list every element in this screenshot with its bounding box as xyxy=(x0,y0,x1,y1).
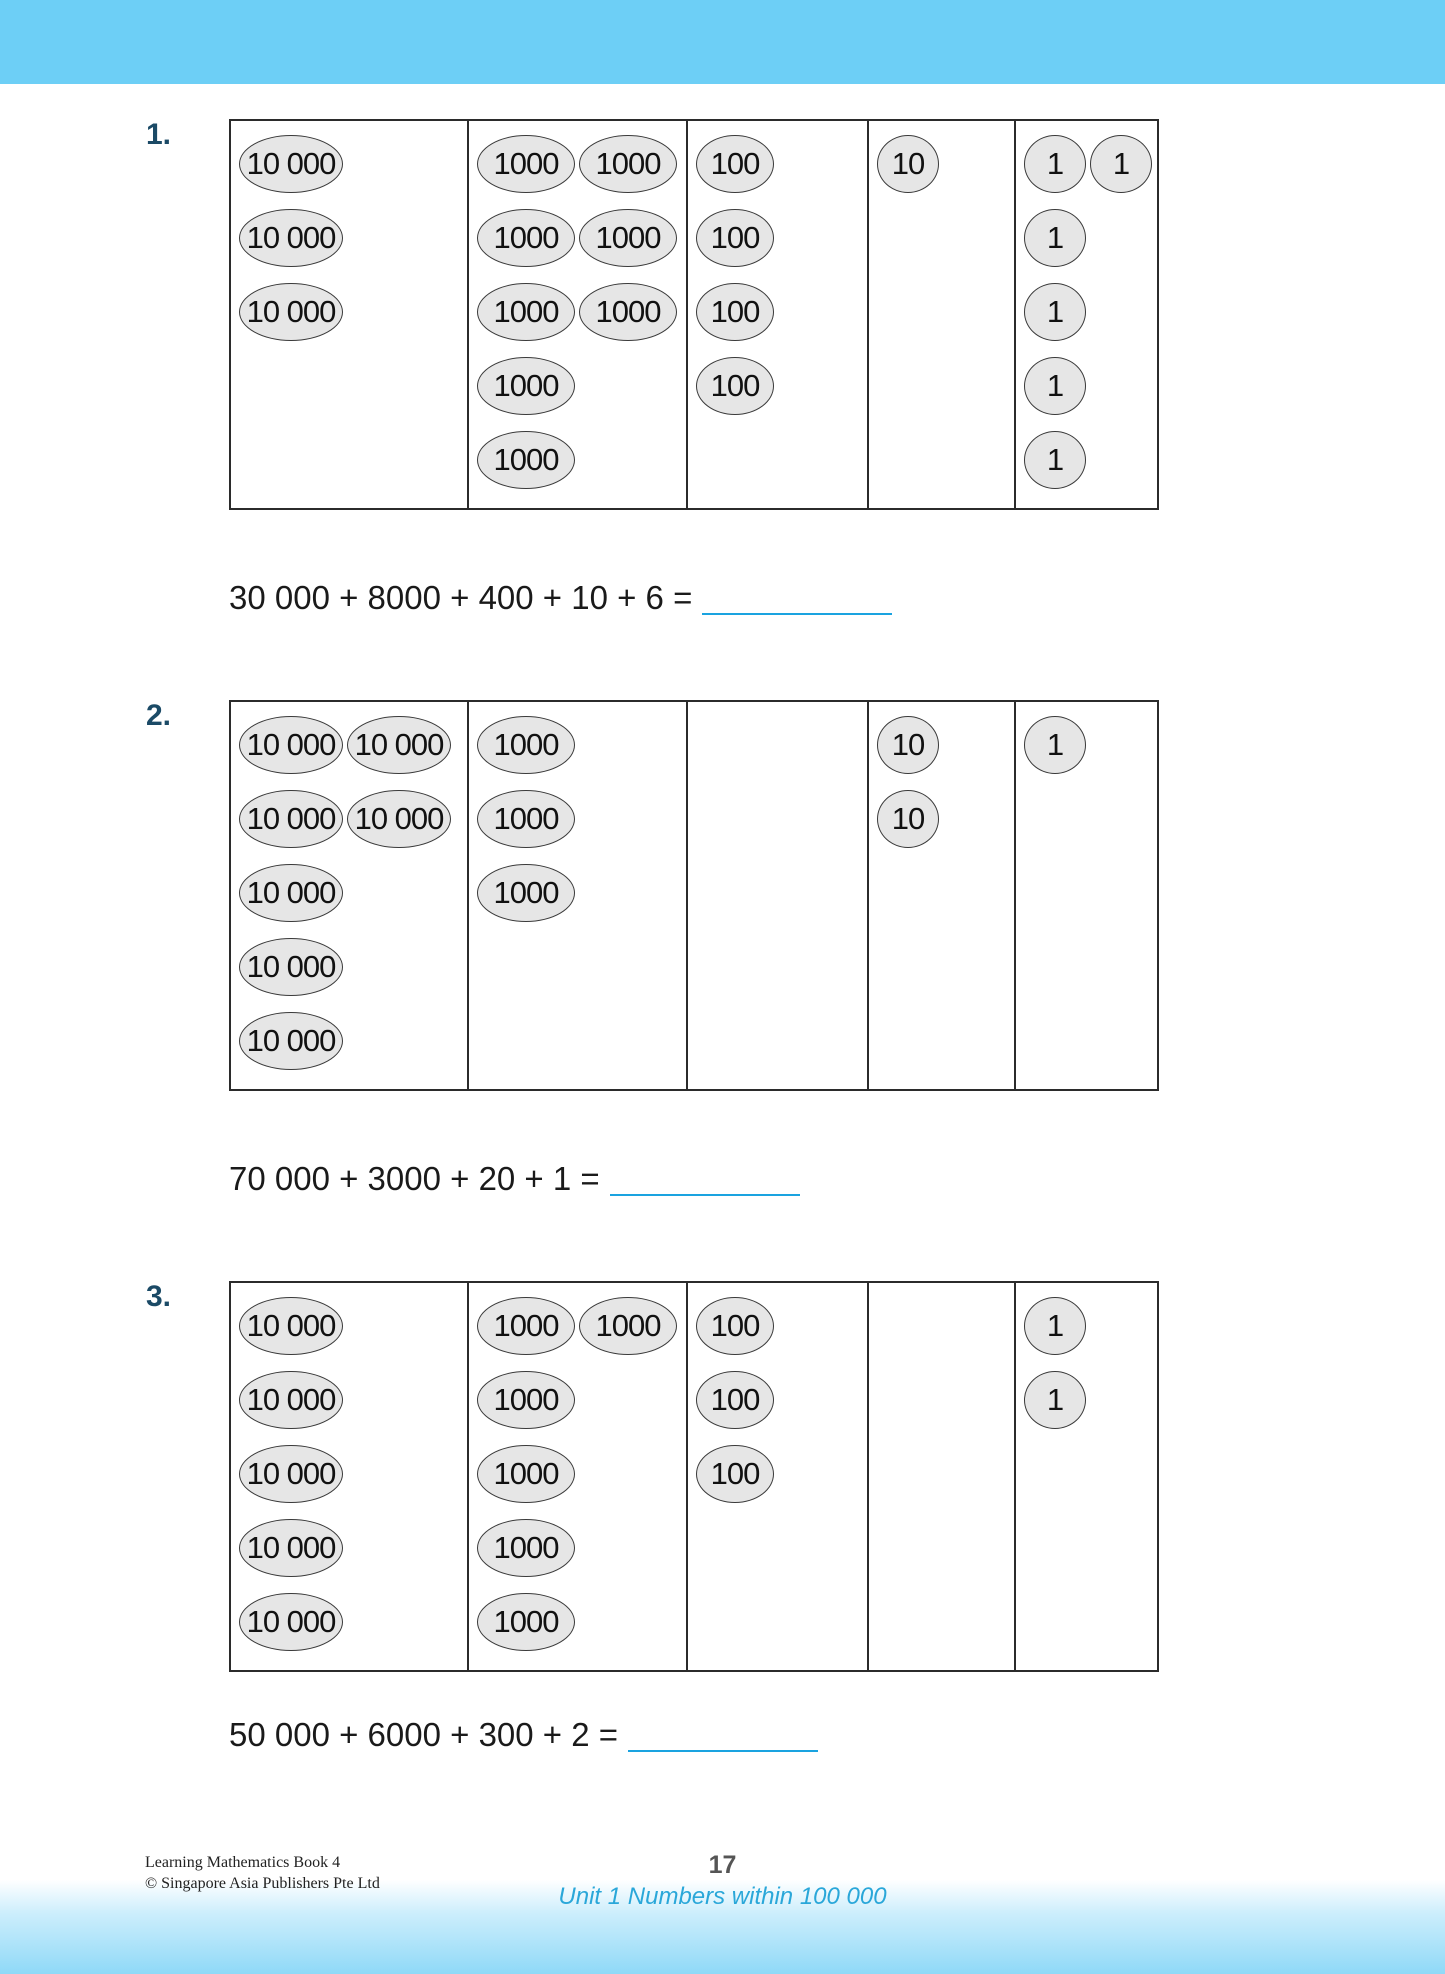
value-disc: 1 xyxy=(1024,716,1086,774)
equation-1: 30 000 + 8000 + 400 + 10 + 6 = xyxy=(229,579,893,617)
copyright-line: © Singapore Asia Publishers Pte Ltd xyxy=(145,1875,380,1892)
value-disc: 10 000 xyxy=(239,1297,343,1355)
value-disc: 10 000 xyxy=(239,864,343,922)
equation-text: 70 000 + 3000 + 20 + 1 = xyxy=(229,1160,600,1197)
value-disc: 1000 xyxy=(477,864,575,922)
value-disc: 100 xyxy=(696,209,774,267)
value-disc: 1 xyxy=(1024,283,1086,341)
value-disc: 1000 xyxy=(579,135,677,193)
answer-blank[interactable] xyxy=(628,1750,819,1752)
equation-text: 50 000 + 6000 + 300 + 2 = xyxy=(229,1716,619,1753)
value-disc: 10 000 xyxy=(239,1593,343,1651)
value-disc: 100 xyxy=(696,135,774,193)
place-value-column xyxy=(686,702,869,1089)
value-disc: 10 000 xyxy=(347,790,451,848)
value-disc: 10 000 xyxy=(239,790,343,848)
value-disc: 100 xyxy=(696,1297,774,1355)
value-disc: 10 000 xyxy=(239,135,343,193)
value-disc: 1 xyxy=(1090,135,1152,193)
value-disc: 100 xyxy=(696,1445,774,1503)
value-disc: 10 xyxy=(877,135,939,193)
answer-blank[interactable] xyxy=(702,613,893,615)
equation-text: 30 000 + 8000 + 400 + 10 + 6 = xyxy=(229,579,693,616)
value-disc: 1000 xyxy=(579,1297,677,1355)
value-disc: 1000 xyxy=(477,283,575,341)
value-disc: 1 xyxy=(1024,1297,1086,1355)
place-value-column: 100 100 100 xyxy=(686,1283,869,1670)
value-disc: 1000 xyxy=(477,790,575,848)
bottom-color-band xyxy=(0,1880,1445,1974)
value-disc: 10 000 xyxy=(239,283,343,341)
value-disc: 100 xyxy=(696,1371,774,1429)
value-disc: 1000 xyxy=(477,135,575,193)
answer-blank[interactable] xyxy=(609,1194,800,1196)
value-disc: 1000 xyxy=(579,283,677,341)
top-color-band xyxy=(0,0,1445,84)
value-disc: 1000 xyxy=(477,357,575,415)
value-disc: 10 000 xyxy=(239,1012,343,1070)
page-number: 17 xyxy=(708,1851,737,1879)
value-disc: 10 xyxy=(877,790,939,848)
value-disc: 100 xyxy=(696,283,774,341)
place-value-column: 10 000 10 000 10 000 10 000 10 000 xyxy=(231,1283,467,1670)
value-disc: 1000 xyxy=(477,716,575,774)
value-disc: 1000 xyxy=(477,1371,575,1429)
equation-3: 50 000 + 6000 + 300 + 2 = xyxy=(229,1716,819,1754)
value-disc: 10 000 xyxy=(239,938,343,996)
value-disc: 10 000 xyxy=(239,1371,343,1429)
value-disc: 1000 xyxy=(477,1593,575,1651)
value-disc: 1000 xyxy=(477,209,575,267)
question-number-1: 1. xyxy=(146,118,172,151)
unit-title: Unit 1 Numbers within 100 000 xyxy=(558,1883,887,1910)
value-disc: 10 000 xyxy=(239,716,343,774)
value-disc: 1000 xyxy=(477,1445,575,1503)
footer-credits: Learning Mathematics Book 4 © Singapore … xyxy=(145,1852,380,1894)
value-disc: 1000 xyxy=(579,209,677,267)
place-value-column: 1 xyxy=(1014,702,1163,1089)
value-disc: 1 xyxy=(1024,357,1086,415)
value-disc: 10 000 xyxy=(347,716,451,774)
value-disc: 1000 xyxy=(477,431,575,489)
value-disc: 10 xyxy=(877,716,939,774)
equation-2: 70 000 + 3000 + 20 + 1 = xyxy=(229,1160,800,1198)
value-disc: 1 xyxy=(1024,135,1086,193)
value-disc: 1 xyxy=(1024,431,1086,489)
place-value-column: 10 xyxy=(867,121,1016,508)
place-value-column: 1000 1000 1000 xyxy=(467,702,688,1089)
book-title: Learning Mathematics Book 4 xyxy=(145,1854,341,1871)
value-disc: 1000 xyxy=(477,1519,575,1577)
value-disc: 1 xyxy=(1024,209,1086,267)
value-disc: 100 xyxy=(696,357,774,415)
value-disc: 10 000 xyxy=(239,1445,343,1503)
place-value-column xyxy=(867,1283,1016,1670)
question-number-2: 2. xyxy=(146,699,172,732)
value-disc: 10 000 xyxy=(239,209,343,267)
value-disc: 10 000 xyxy=(239,1519,343,1577)
place-value-column: 100 100 100 100 xyxy=(686,121,869,508)
question-number-3: 3. xyxy=(146,1280,172,1313)
place-value-column: 10 000 10 000 10 000 xyxy=(231,121,467,508)
value-disc: 1000 xyxy=(477,1297,575,1355)
value-disc: 1 xyxy=(1024,1371,1086,1429)
